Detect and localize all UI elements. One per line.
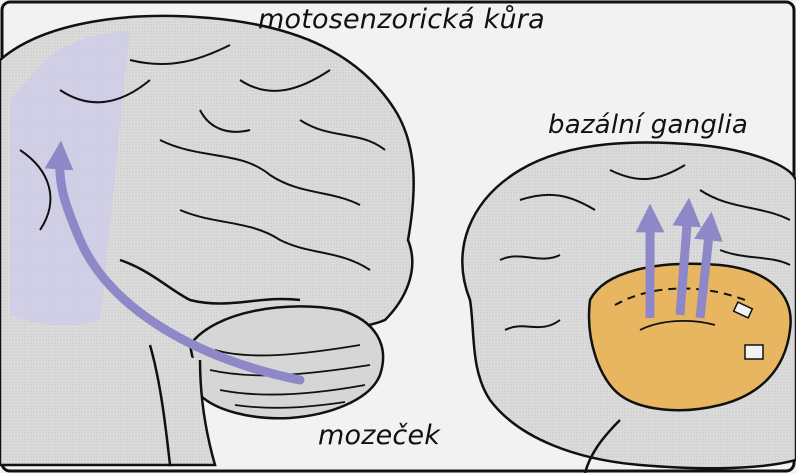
cerebellum-label: mozeček — [318, 420, 440, 451]
motor-cortex-label: motosenzorická kůra — [258, 4, 545, 35]
right-brain-medial — [462, 143, 796, 473]
cerebellum-shape — [190, 306, 383, 418]
basal-ganglia-label: bazální ganglia — [548, 110, 748, 140]
left-brain-lateral — [0, 16, 414, 465]
